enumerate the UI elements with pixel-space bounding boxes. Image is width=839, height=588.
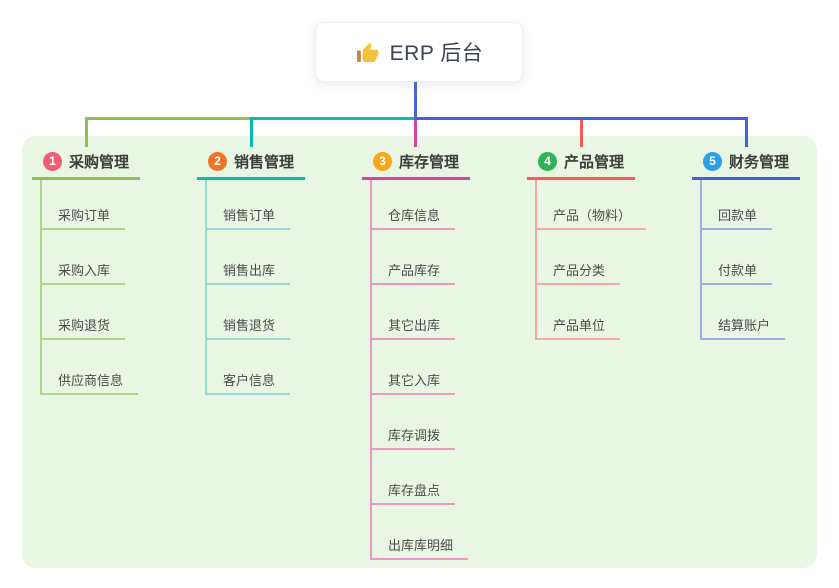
connector-drop-purchase <box>85 120 88 147</box>
node-product-child-1[interactable]: 产品分类 <box>535 259 621 285</box>
connector-bus-purchase <box>85 117 250 120</box>
node-sales-child-3[interactable]: 客户信息 <box>205 369 291 395</box>
connector-drop-sales <box>250 120 253 147</box>
branch-title-purchase[interactable]: 1 采购管理 <box>32 146 140 180</box>
node-inventory-child-5[interactable]: 库存盘点 <box>370 479 456 505</box>
node-purchase-child-1[interactable]: 采购入库 <box>40 259 126 285</box>
connector-bus-finance <box>414 117 748 120</box>
node-purchase-child-3[interactable]: 供应商信息 <box>40 369 139 395</box>
connector-drop-inventory <box>414 120 417 147</box>
branch-title-product[interactable]: 4 产品管理 <box>527 146 635 180</box>
branch-badge-inventory: 3 <box>373 152 392 171</box>
branch-title-finance[interactable]: 5 财务管理 <box>692 146 800 180</box>
branch-badge-purchase: 1 <box>43 152 62 171</box>
root-title: ERP 后台 <box>389 42 484 65</box>
node-product-child-2[interactable]: 产品单位 <box>535 314 621 340</box>
node-inventory-child-6[interactable]: 出库库明细 <box>370 534 469 560</box>
node-finance-child-1[interactable]: 付款单 <box>700 259 773 285</box>
branch-label-product: 产品管理 <box>564 154 625 171</box>
branch-label-purchase: 采购管理 <box>69 154 130 171</box>
node-inventory-child-1[interactable]: 产品库存 <box>370 259 456 285</box>
node-inventory-child-3[interactable]: 其它入库 <box>370 369 456 395</box>
branch-trunk-line-product <box>535 180 537 340</box>
branch-trunk-line-purchase <box>40 180 42 395</box>
connector-drop-product <box>580 120 583 147</box>
branch-badge-sales: 2 <box>208 152 227 171</box>
branch-trunk-line-inventory <box>370 180 372 560</box>
branches-panel <box>22 136 817 568</box>
branch-label-sales: 销售管理 <box>234 154 295 171</box>
node-sales-child-1[interactable]: 销售出库 <box>205 259 291 285</box>
branch-label-finance: 财务管理 <box>729 154 790 171</box>
node-purchase-child-2[interactable]: 采购退货 <box>40 314 126 340</box>
connector-bus-sales <box>250 117 414 120</box>
branch-label-inventory: 库存管理 <box>399 154 460 171</box>
branch-trunk-line-sales <box>205 180 207 395</box>
node-finance-child-0[interactable]: 回款单 <box>700 204 773 230</box>
connector-drop-finance <box>745 120 748 147</box>
branch-title-sales[interactable]: 2 销售管理 <box>197 146 305 180</box>
node-sales-child-2[interactable]: 销售退货 <box>205 314 291 340</box>
branch-badge-finance: 5 <box>703 152 722 171</box>
branch-title-inventory[interactable]: 3 库存管理 <box>362 146 470 180</box>
mindmap-root-node[interactable]: ERP 后台 <box>315 22 523 82</box>
node-product-child-0[interactable]: 产品（物料） <box>535 204 647 230</box>
node-purchase-child-0[interactable]: 采购订单 <box>40 204 126 230</box>
branch-trunk-line-finance <box>700 180 702 340</box>
node-inventory-child-0[interactable]: 仓库信息 <box>370 204 456 230</box>
connector-root-line <box>414 82 417 117</box>
thumbs-up-icon <box>355 40 380 65</box>
node-inventory-child-2[interactable]: 其它出库 <box>370 314 456 340</box>
node-finance-child-2[interactable]: 结算账户 <box>700 314 786 340</box>
node-inventory-child-4[interactable]: 库存调拨 <box>370 424 456 450</box>
branch-badge-product: 4 <box>538 152 557 171</box>
node-sales-child-0[interactable]: 销售订单 <box>205 204 291 230</box>
